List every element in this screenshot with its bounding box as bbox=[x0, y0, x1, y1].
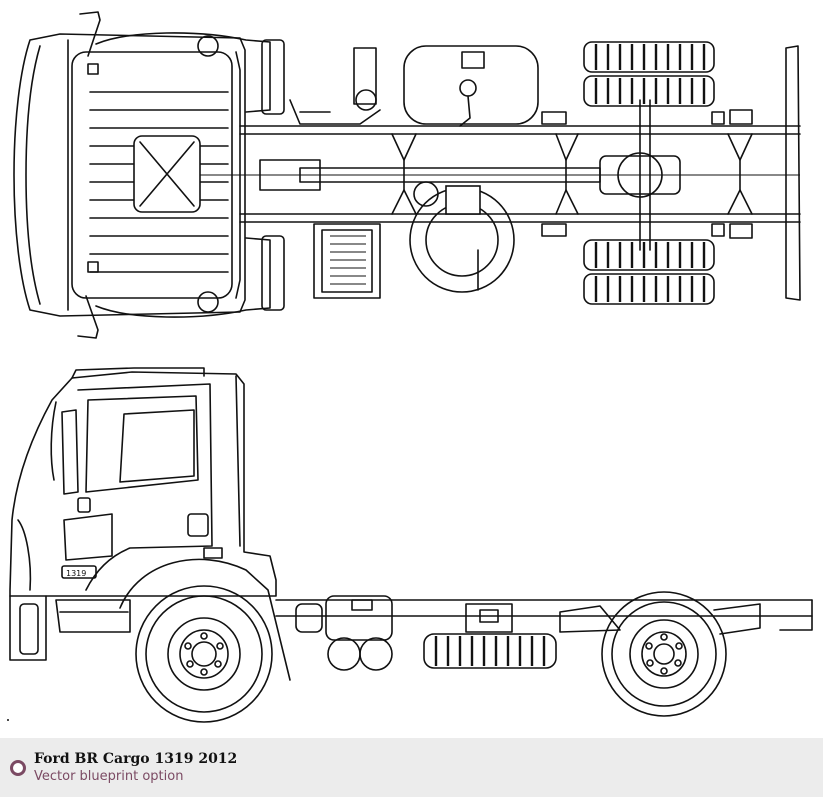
side-view: 1319 bbox=[7, 367, 813, 723]
caption-title: Ford BR Cargo 1319 2012 bbox=[34, 751, 238, 767]
top-view-mirror-right bbox=[77, 295, 99, 339]
top-view-air-reservoir bbox=[353, 47, 377, 105]
top-view bbox=[13, 11, 801, 339]
caption-subtitle: Vector blueprint option bbox=[34, 769, 184, 784]
top-view-fuel-tank bbox=[403, 45, 539, 127]
caption-bar: Ford BR Cargo 1319 2012 Vector blueprint… bbox=[0, 738, 823, 797]
side-view-fuel-tank bbox=[295, 595, 393, 671]
top-view-rear-tires bbox=[583, 41, 715, 305]
top-view-cab bbox=[13, 33, 246, 317]
side-view-cab: 1319 bbox=[9, 367, 277, 597]
top-view-spare-wheel bbox=[409, 181, 515, 293]
top-view-mirror-left bbox=[79, 11, 101, 57]
top-view-battery-box bbox=[313, 223, 381, 299]
side-view-mirror bbox=[61, 409, 79, 495]
side-view-rear-wheel bbox=[601, 591, 727, 717]
circle-outline-icon bbox=[10, 760, 26, 776]
truck-blueprint: 1319 bbox=[7, 11, 813, 723]
top-view-rear-bumper bbox=[785, 45, 801, 301]
side-view-window bbox=[85, 395, 199, 493]
side-view-model-badge: 1319 bbox=[66, 569, 86, 578]
side-view-bumper bbox=[9, 595, 47, 661]
side-view-chassis bbox=[275, 599, 813, 635]
side-view-spare-wheel bbox=[423, 633, 557, 669]
side-view-front-wheel bbox=[119, 558, 291, 723]
top-view-chassis bbox=[200, 99, 801, 251]
